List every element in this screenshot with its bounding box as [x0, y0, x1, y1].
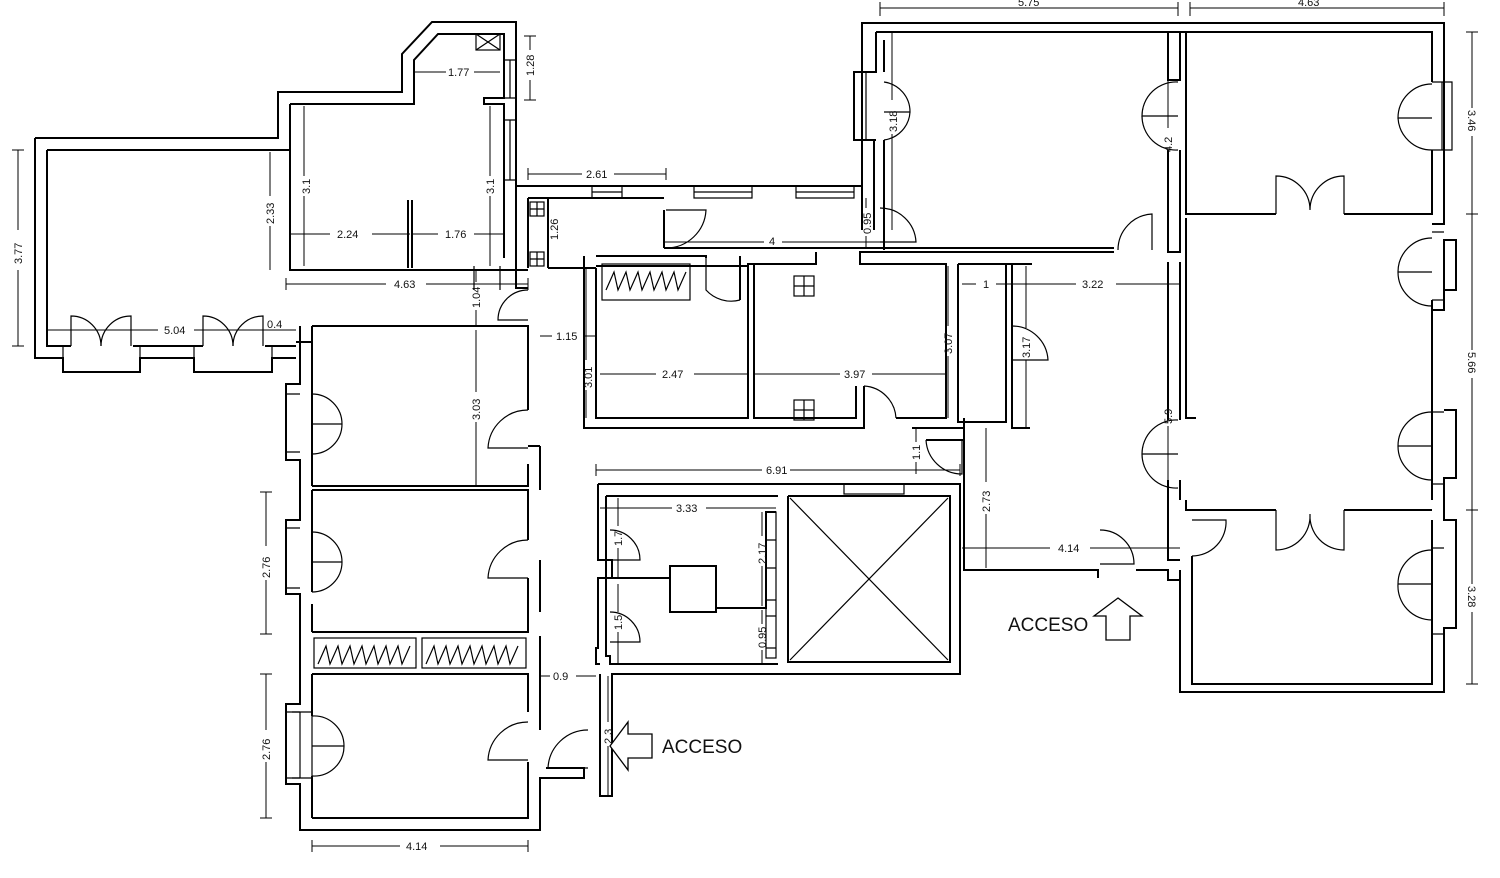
- door-room-tr-1: [1141, 81, 1179, 117]
- access-arrow-left: [609, 720, 653, 772]
- dim-label: 3.77: [13, 243, 25, 264]
- door-hall-bottom: [547, 729, 589, 769]
- door-bed-1-window: [311, 393, 343, 455]
- door-room-c: [863, 385, 897, 420]
- dim-label: 0.95: [757, 627, 769, 648]
- door-entry-2: [609, 611, 641, 643]
- door-bed-3-window: [311, 715, 345, 777]
- dim-label: 2.76: [261, 557, 273, 578]
- dim-label: 2.61: [586, 169, 607, 181]
- dim-label: 0.95: [862, 213, 874, 234]
- dim-label: 1.76: [445, 229, 466, 241]
- dim-label: 1.5: [613, 615, 625, 630]
- dim-label: 4.63: [1298, 0, 1319, 9]
- door-right-hall-2: [1191, 519, 1227, 557]
- access-arrow-up: [1092, 597, 1144, 641]
- dim-label: 2.76: [261, 739, 273, 760]
- room-left-large: [34, 21, 1445, 373]
- corridor-top: [515, 186, 855, 289]
- door-right-window-3: [1397, 549, 1433, 621]
- door-double-2: [1275, 510, 1345, 551]
- door-room-tr-2: [1141, 115, 1179, 151]
- door-bed-3: [487, 721, 529, 761]
- dim-label: 0.9: [553, 671, 568, 683]
- dim-label: 2.17: [757, 543, 769, 564]
- door-double-1: [1275, 175, 1345, 214]
- entry-block: [595, 418, 1180, 797]
- dimension-labels: 5.75 4.63 1.77 1.28 3.1 3.1 2.24 1.76 2.…: [13, 0, 1477, 853]
- dim-label: 5.75: [1018, 0, 1039, 9]
- dim-label: 2.47: [662, 369, 683, 381]
- dim-label: 3.01: [583, 367, 595, 388]
- door-window-tr: [1397, 83, 1433, 151]
- dim-label: 4.14: [406, 841, 427, 853]
- dim-label: 1: [983, 279, 989, 291]
- dim-label: 5.66: [1465, 352, 1477, 373]
- dim-label: 1.1: [911, 445, 923, 460]
- door-entry-main: [1099, 529, 1135, 565]
- dim-label: 3.28: [1465, 586, 1477, 607]
- dim-label: 4.14: [1058, 543, 1079, 555]
- dim-label: 6.91: [766, 465, 787, 477]
- dim-label: 3.97: [844, 369, 865, 381]
- door-left-room-1: [70, 315, 132, 347]
- access-label-2: ACCESO: [662, 737, 742, 758]
- door-room-b: [705, 256, 741, 302]
- dim-label: 5.9: [1163, 409, 1175, 424]
- dim-label: 2.73: [981, 491, 993, 512]
- rooms-bottom-left: [285, 325, 585, 831]
- dim-label: 5.04: [164, 325, 185, 337]
- door-right-hall: [1117, 213, 1153, 251]
- dim-label: 2.33: [265, 203, 277, 224]
- dim-label: 1.15: [556, 331, 577, 343]
- dim-label: 3.46: [1465, 110, 1477, 131]
- rooms-center: [583, 140, 1114, 441]
- dim-label: 2.24: [337, 229, 358, 241]
- door-small-hall: [925, 439, 963, 475]
- door-bed-2: [487, 539, 529, 579]
- door-corridor-1: [665, 209, 707, 249]
- dim-label: 1.28: [525, 55, 537, 76]
- dim-label: 3.03: [471, 399, 483, 420]
- dim-label: 1.7: [613, 531, 625, 546]
- dim-label: 1.26: [549, 219, 561, 240]
- door-right-hall-1: [1141, 419, 1179, 489]
- door-bed-2-window: [311, 531, 343, 593]
- access-label-1: ACCESO: [1008, 615, 1088, 636]
- dimension-lines: [12, 2, 1478, 852]
- door-hall-top: [497, 289, 529, 321]
- door-room-d: [1011, 325, 1049, 361]
- dim-label: 2.3: [603, 729, 615, 744]
- dim-label: 4: [769, 236, 775, 248]
- dim-label: 3.1: [485, 179, 497, 194]
- door-entry-1: [609, 529, 641, 561]
- dim-label: 4.63: [394, 279, 415, 291]
- dim-label: 3.17: [1021, 337, 1033, 358]
- chimney-icon: [475, 33, 501, 51]
- door-right-window-1: [1397, 237, 1433, 307]
- door-room-tr-left: [883, 81, 911, 141]
- dim-label: 3.22: [1082, 279, 1103, 291]
- dim-label: 3.33: [676, 503, 697, 515]
- dim-label: 1.04: [471, 287, 483, 308]
- door-bed-1: [487, 409, 529, 449]
- dim-label: 4.2: [1163, 137, 1175, 152]
- dim-label: 3.07: [943, 333, 955, 354]
- rooms-top-right: [853, 31, 1457, 693]
- dim-label: 3.18: [888, 111, 900, 132]
- door-top-hall: [879, 207, 917, 243]
- dim-label: 0.4: [267, 319, 282, 331]
- door-right-window-2: [1397, 411, 1433, 481]
- dim-label: 1.77: [448, 67, 469, 79]
- door-left-room-2: [202, 315, 264, 347]
- dim-label: 3.1: [301, 179, 313, 194]
